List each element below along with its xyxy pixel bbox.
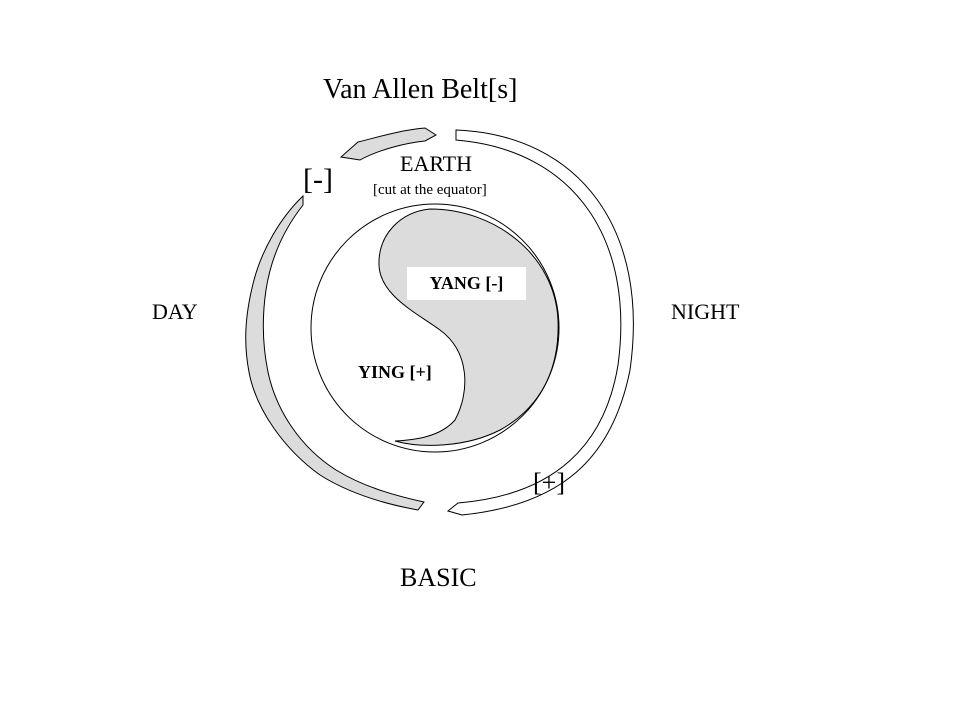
earth-sublabel: [cut at the equator]: [373, 182, 487, 198]
positive-belt-label: [+]: [533, 468, 565, 497]
day-label: DAY: [152, 299, 198, 324]
ying-label: YING [+]: [358, 362, 432, 382]
basic-label: BASIC: [400, 563, 477, 592]
day-belt-lower: [245, 194, 425, 511]
day-belt: [339, 127, 437, 161]
negative-belt-label: [-]: [303, 163, 333, 196]
night-label: NIGHT: [671, 299, 740, 324]
night-belt: [446, 129, 634, 516]
yang-label: YANG [-]: [407, 267, 526, 300]
diagram-title: Van Allen Belt[s]: [323, 74, 518, 105]
earth-label: EARTH: [400, 151, 473, 176]
